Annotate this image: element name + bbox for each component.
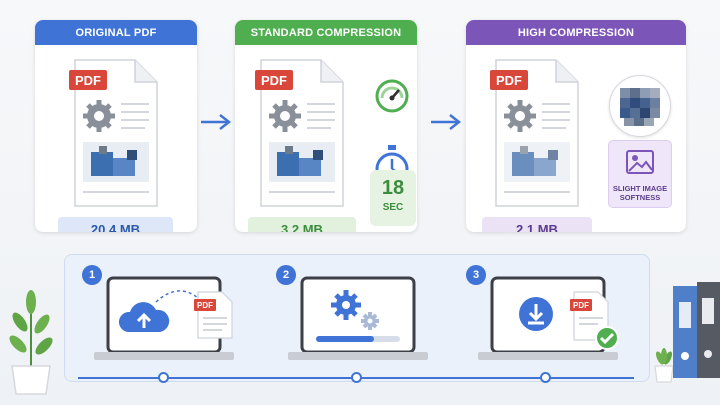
laptop-processing-step (288, 276, 428, 360)
binders-icon (673, 282, 720, 378)
card-title: STANDARD COMPRESSION (235, 20, 417, 45)
pdf-document-icon: PDF (490, 59, 579, 207)
original-pdf-card: ORIGINAL PDF PDF 20.4 MB (35, 20, 197, 232)
pdf-document-icon: PDF (69, 59, 158, 207)
card-title: ORIGINAL PDF (35, 20, 197, 45)
timeline-dot (540, 372, 551, 383)
compressed-pdf-file-icon: PDF (570, 291, 619, 350)
pixelated-image-thumbnail (609, 75, 671, 137)
pdf-document-icon: PDF (255, 59, 344, 207)
timeline-dot (351, 372, 362, 383)
pdf-badge: PDF (573, 301, 589, 310)
cloud-upload-icon (118, 302, 170, 332)
step-number-badge: 1 (82, 265, 102, 285)
softness-label: SLIGHT IMAGE SOFTNESS (612, 184, 668, 202)
pdf-badge: PDF (75, 73, 101, 88)
arrow-right-icon (431, 114, 462, 130)
image-softness-note: SLIGHT IMAGE SOFTNESS (608, 140, 672, 208)
speedometer-icon (375, 79, 409, 113)
time-badge: 18 SEC (370, 170, 416, 226)
pdf-badge: PDF (496, 73, 522, 88)
card-title: HIGH COMPRESSION (466, 20, 686, 45)
pdf-badge: PDF (261, 73, 287, 88)
arrow-right-icon (201, 114, 232, 130)
timeline-dot (158, 372, 169, 383)
standard-compression-card: STANDARD COMPRESSION PDF 3.2 MB (235, 20, 417, 232)
file-size-label: 2.1 MB (482, 217, 592, 232)
file-size-label: 3.2 MB (248, 217, 356, 232)
small-plant-icon (654, 348, 674, 383)
step-number-badge: 2 (276, 265, 296, 285)
time-value: 18 (381, 177, 405, 199)
time-unit: SEC (382, 202, 404, 213)
pixelated-image-icon (620, 88, 660, 126)
progress-fill (316, 336, 374, 342)
image-icon (626, 150, 654, 174)
pdf-file-icon: PDF (194, 291, 233, 339)
file-size-label: 20.4 MB (58, 217, 173, 232)
download-icon (519, 297, 553, 331)
potted-plant-icon (9, 290, 53, 395)
gears-icon (331, 290, 379, 330)
pdf-badge: PDF (197, 301, 213, 310)
step-number-badge: 3 (466, 265, 486, 285)
